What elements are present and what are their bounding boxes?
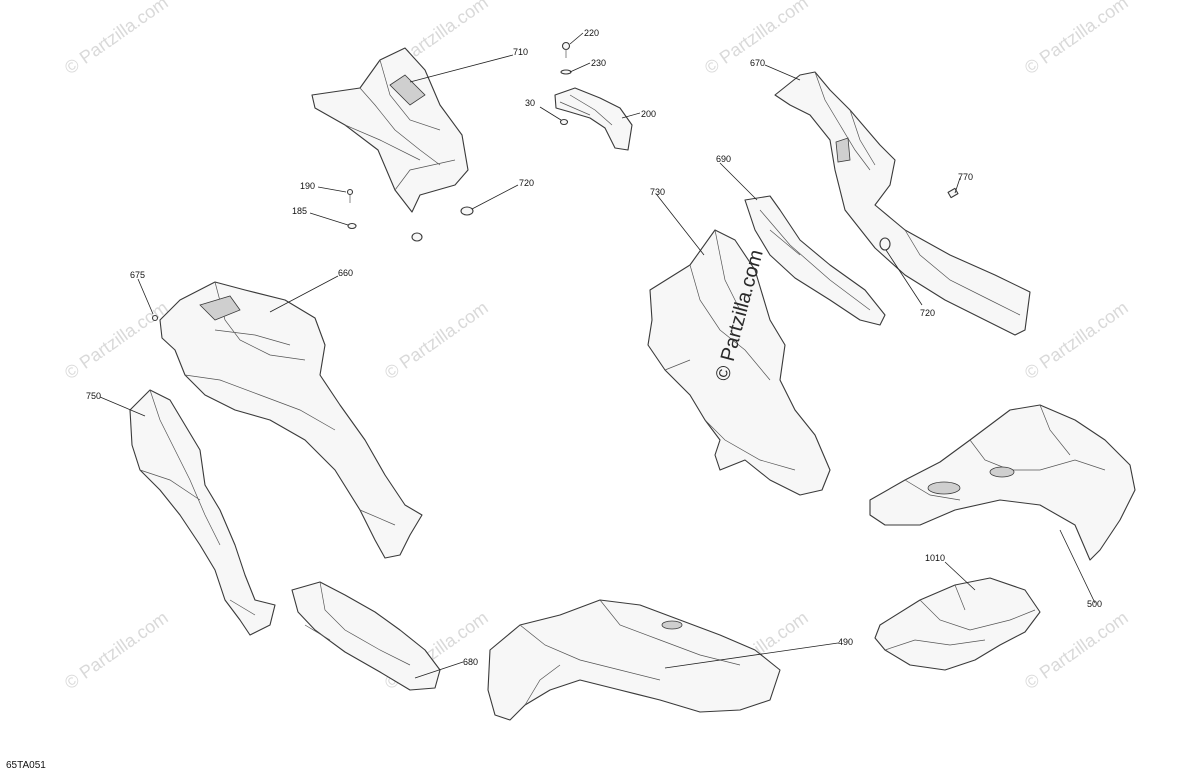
callout-680[interactable]: 680 — [463, 657, 478, 667]
hardware-220-bolt[interactable] — [561, 41, 571, 59]
diagram-code: 65TA051 — [6, 760, 46, 771]
watermark: © Partzilla.com — [381, 297, 492, 383]
part-500-rear-fender[interactable] — [869, 404, 1136, 561]
hardware-30-nut[interactable] — [559, 118, 569, 126]
callout-230[interactable]: 230 — [591, 58, 606, 68]
leader-lines — [99, 32, 1096, 679]
part-1010-carrier[interactable] — [874, 577, 1041, 671]
part-660-left-fender[interactable] — [159, 281, 423, 559]
callout-30[interactable]: 30 — [525, 98, 535, 108]
callout-675[interactable]: 675 — [130, 270, 145, 280]
callout-660[interactable]: 660 — [338, 268, 353, 278]
part-490-front-fender[interactable] — [487, 599, 781, 721]
watermark: © Partzilla.com — [1021, 0, 1132, 78]
part-710-front-panel[interactable] — [311, 47, 469, 213]
part-730-center-panel[interactable] — [647, 229, 831, 496]
callout-labels: 710 220 230 30 200 670 190 185 720 690 7… — [86, 28, 1102, 667]
callout-490[interactable]: 490 — [838, 637, 853, 647]
callout-220[interactable]: 220 — [584, 28, 599, 38]
callout-200[interactable]: 200 — [641, 109, 656, 119]
hardware-230-washer[interactable] — [560, 69, 572, 75]
watermark: © Partzilla.com — [61, 607, 172, 693]
watermark: © Partzilla.com — [61, 0, 172, 78]
callout-720-b[interactable]: 720 — [920, 308, 935, 318]
part-670-side-rail[interactable] — [774, 71, 1031, 336]
hardware-675-clip[interactable] — [151, 314, 159, 322]
callout-770[interactable]: 770 — [958, 172, 973, 182]
callout-710[interactable]: 710 — [513, 47, 528, 57]
hardware-190-screw[interactable] — [346, 188, 354, 204]
hardware-720-grommet-b[interactable] — [879, 237, 891, 251]
callout-1010[interactable]: 1010 — [925, 553, 945, 563]
part-200-bracket[interactable] — [554, 87, 633, 151]
callout-730[interactable]: 730 — [650, 187, 665, 197]
hardware-185-clip[interactable] — [347, 222, 357, 230]
hardware-720-grommet[interactable] — [411, 206, 474, 242]
callout-670[interactable]: 670 — [750, 58, 765, 68]
callout-185[interactable]: 185 — [292, 206, 307, 216]
watermark: © Partzilla.com — [1021, 607, 1132, 693]
part-750-left-inner-panel[interactable] — [129, 389, 276, 636]
watermark: © Partzilla.com — [1021, 297, 1132, 383]
callout-690[interactable]: 690 — [716, 154, 731, 164]
part-680-side-cover[interactable] — [291, 581, 441, 691]
callout-500[interactable]: 500 — [1087, 599, 1102, 609]
callout-750[interactable]: 750 — [86, 391, 101, 401]
part-690-inner-panel[interactable] — [744, 195, 886, 326]
callout-190[interactable]: 190 — [300, 181, 315, 191]
watermark: © Partzilla.com — [61, 297, 172, 383]
callout-720[interactable]: 720 — [519, 178, 534, 188]
